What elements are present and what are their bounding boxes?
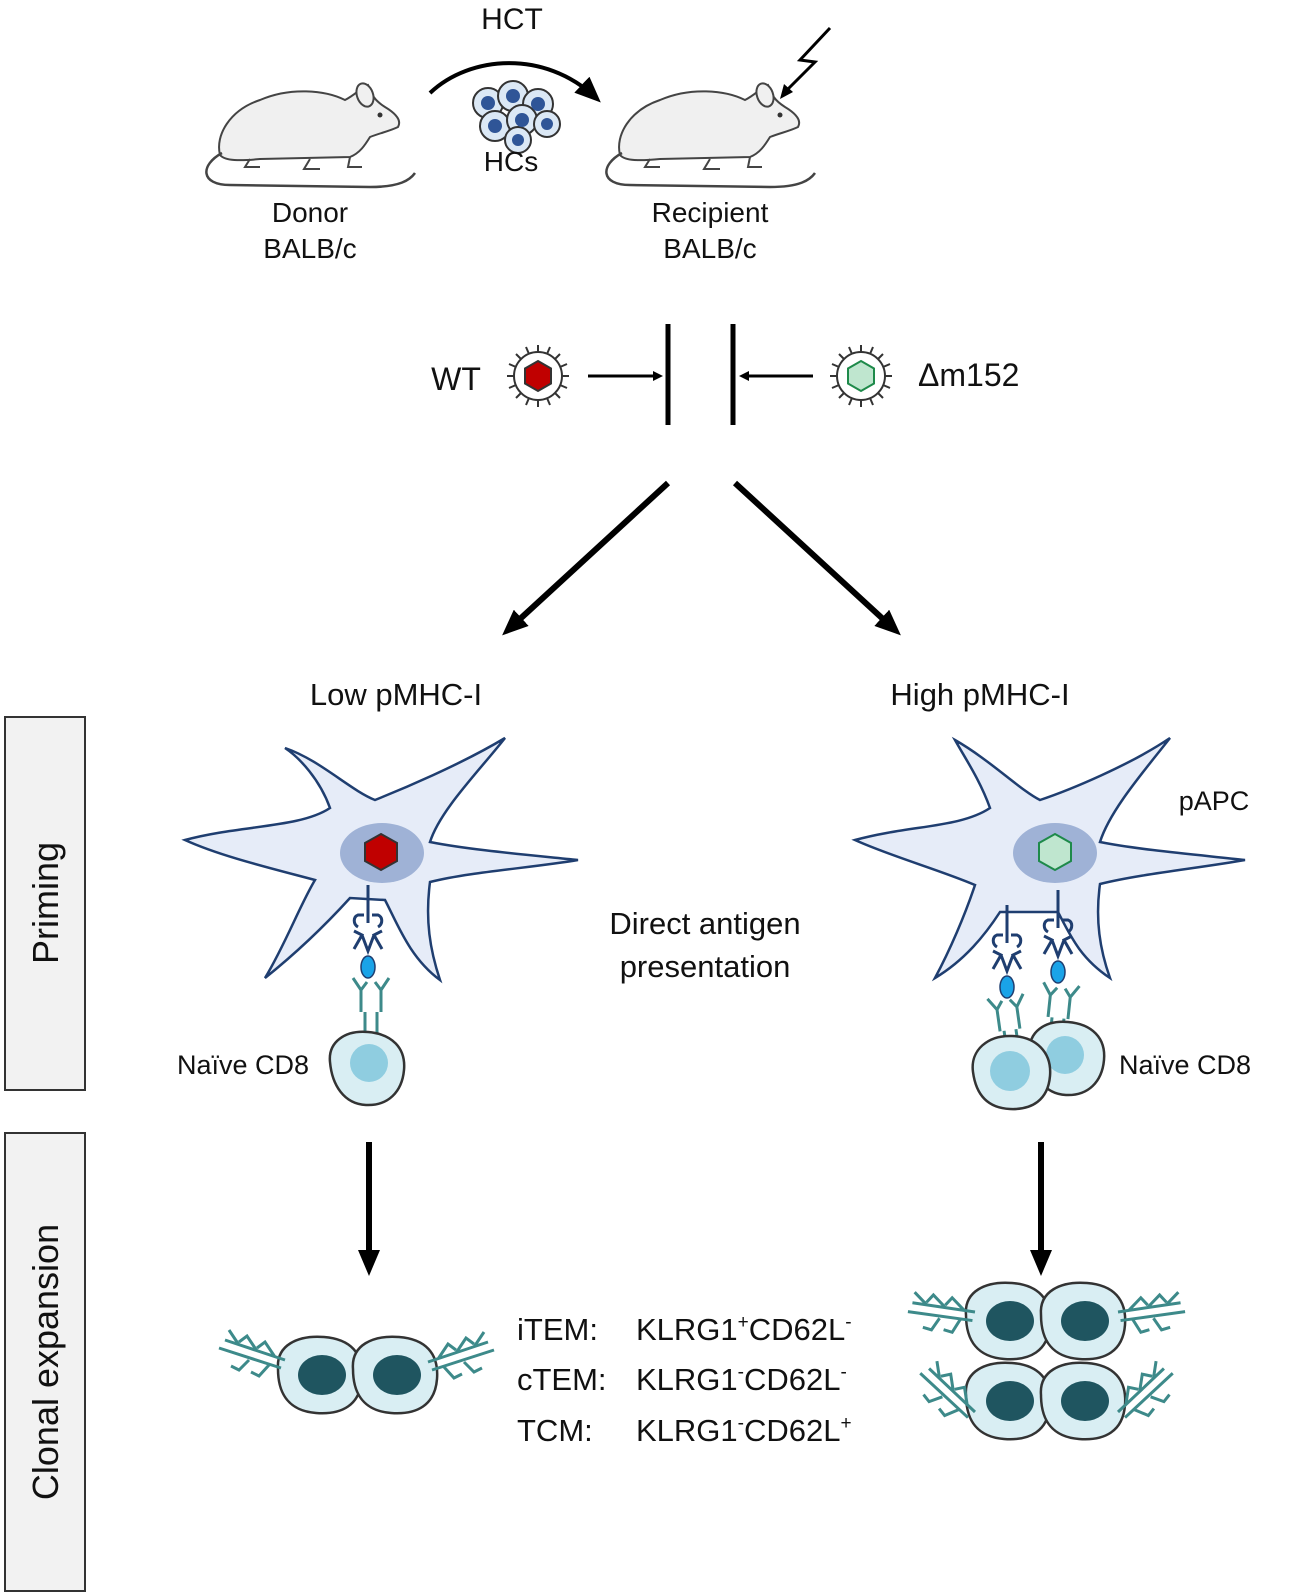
right-mhc-peptide-icon-1 (991, 903, 1023, 1000)
phenotype-name: TCM: (517, 1413, 593, 1448)
irradiation-arrowhead-icon (780, 84, 793, 99)
hct-label: HCT (481, 3, 543, 36)
right-naive-cd8-cell-2 (971, 1034, 1052, 1111)
recipient-label: Recipient (652, 197, 769, 228)
right-effector-cell-2 (1039, 1281, 1127, 1361)
phenotype-markers: KLRG1-CD62L+ (636, 1413, 852, 1448)
right-effector-cell-1 (964, 1281, 1052, 1361)
delta-m152-label: Δm152 (918, 357, 1019, 393)
phenotype-item: TCM: KLRG1-CD62L+ (517, 1413, 852, 1448)
recipient-strain-label: BALB/c (663, 233, 756, 264)
direct-antigen-label: Direct antigen (609, 906, 800, 941)
donor-strain-label: BALB/c (263, 233, 356, 264)
left-effector-cell-1 (276, 1335, 364, 1415)
right-effector-cell-4 (1039, 1361, 1127, 1441)
right-effector-cell-3 (964, 1361, 1052, 1441)
priming-stage-box (4, 716, 86, 1091)
donor-label: Donor (272, 197, 348, 228)
wt-label: WT (431, 361, 481, 397)
phenotype-item: iTEM: KLRG1+CD62L- (517, 1312, 852, 1347)
wt-virus-icon (506, 344, 570, 408)
priming-stage-label: Priming (25, 842, 66, 964)
right-naive-cd8-label: Naïve CD8 (1119, 1050, 1251, 1080)
left-effector-cell-2 (351, 1335, 439, 1415)
clonal-expansion-stage-box (4, 1132, 86, 1592)
phenotype-markers: KLRG1+CD62L- (636, 1312, 852, 1347)
right-apc-viral-capsid (1038, 832, 1072, 872)
papc-label: pAPC (1179, 786, 1250, 816)
presentation-label: presentation (620, 949, 791, 984)
hematopoietic-cells-icon (472, 80, 561, 154)
irradiation-bolt-icon (783, 26, 832, 94)
branch-arrow-right (732, 480, 901, 636)
branch-arrow-left (502, 480, 671, 636)
left-apc-viral-capsid (364, 832, 398, 872)
left-naive-cd8-label: Naïve CD8 (177, 1050, 309, 1080)
left-naive-cd8-cell (328, 1030, 406, 1107)
hcs-label: HCs (484, 146, 538, 177)
delta-m152-virus-icon (829, 344, 893, 408)
phenotype-markers: KLRG1-CD62L- (636, 1362, 847, 1397)
right-receptor-icon-2 (1113, 1280, 1190, 1341)
phenotype-name: iTEM: (517, 1312, 598, 1347)
high-pmhc-label: High pMHC-I (890, 677, 1069, 712)
donor-mouse-icon (205, 79, 417, 189)
phenotype-item: cTEM: KLRG1-CD62L- (517, 1362, 847, 1397)
phenotype-name: cTEM: (517, 1362, 607, 1397)
left-receptor-icon-1 (217, 1328, 287, 1378)
clonal-expansion-stage-label: Clonal expansion (25, 1224, 66, 1500)
hct-arrow (428, 61, 601, 103)
low-pmhc-label: Low pMHC-I (310, 677, 482, 712)
